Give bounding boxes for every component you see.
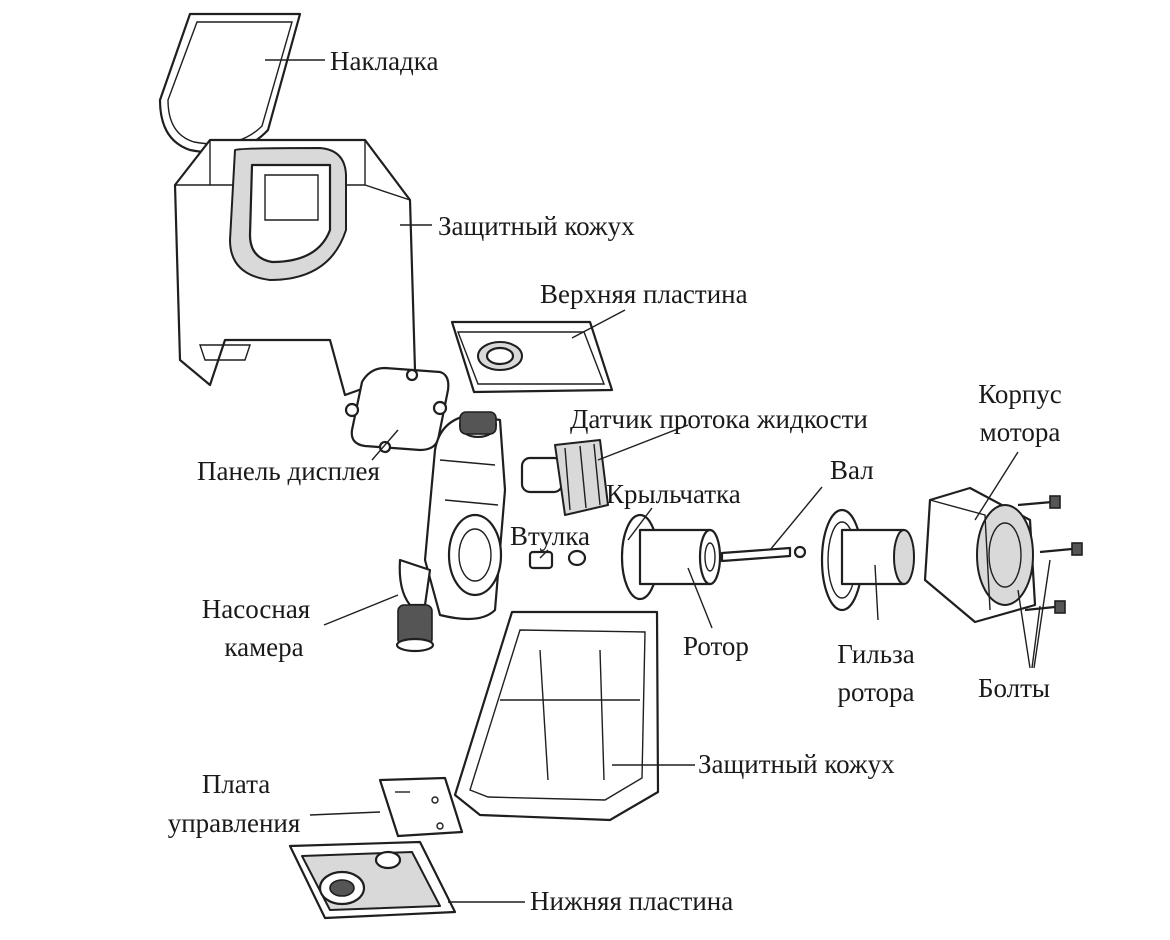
label-rotor-sleeve-line1: Гильза bbox=[837, 639, 914, 669]
label-upper-plate: Верхняя пластина bbox=[540, 279, 748, 309]
label-impeller: Крыльчатка bbox=[606, 479, 741, 509]
label-nakladka: Накладка bbox=[330, 46, 439, 76]
part-bolts bbox=[1017, 495, 1083, 614]
label-bolts: Болты bbox=[978, 673, 1050, 703]
part-bottom-plate bbox=[288, 840, 457, 920]
part-rotor-sleeve bbox=[820, 508, 915, 612]
label-shaft: Вал bbox=[830, 455, 874, 485]
part-protective-housing-bottom bbox=[453, 610, 660, 822]
label-rotor-sleeve-line2: ротора bbox=[837, 677, 914, 707]
label-protective-housing-bottom: Защитный кожух bbox=[698, 749, 895, 779]
part-protective-housing-top bbox=[173, 138, 417, 397]
label-motor-housing-line2: мотора bbox=[980, 417, 1061, 447]
part-flow-sensor bbox=[520, 439, 609, 516]
leader-lines bbox=[265, 59, 1051, 903]
label-bushing: Втулка bbox=[510, 521, 590, 551]
part-bushing bbox=[528, 549, 587, 570]
part-shaft bbox=[720, 545, 807, 563]
label-bottom-plate: Нижняя пластина bbox=[530, 886, 733, 916]
label-protective-housing-top: Защитный кожух bbox=[438, 211, 635, 241]
label-display-panel: Панель дисплея bbox=[197, 456, 380, 486]
part-pump-chamber bbox=[395, 411, 507, 653]
part-control-board bbox=[378, 776, 464, 838]
label-motor-housing-line1: Корпус bbox=[978, 379, 1062, 409]
label-control-board-line2: управления bbox=[168, 808, 301, 838]
label-rotor: Ротор bbox=[683, 631, 749, 661]
part-impeller-rotor bbox=[620, 513, 722, 601]
label-control-board-line1: Плата bbox=[202, 769, 270, 799]
part-upper-plate bbox=[450, 320, 614, 394]
part-motor-housing bbox=[923, 486, 1037, 624]
label-flow-sensor: Датчик протока жидкости bbox=[570, 404, 868, 434]
part-cover-lid bbox=[158, 12, 302, 154]
label-pump-chamber-line2: камера bbox=[224, 632, 303, 662]
label-pump-chamber-line1: Насосная bbox=[202, 594, 310, 624]
